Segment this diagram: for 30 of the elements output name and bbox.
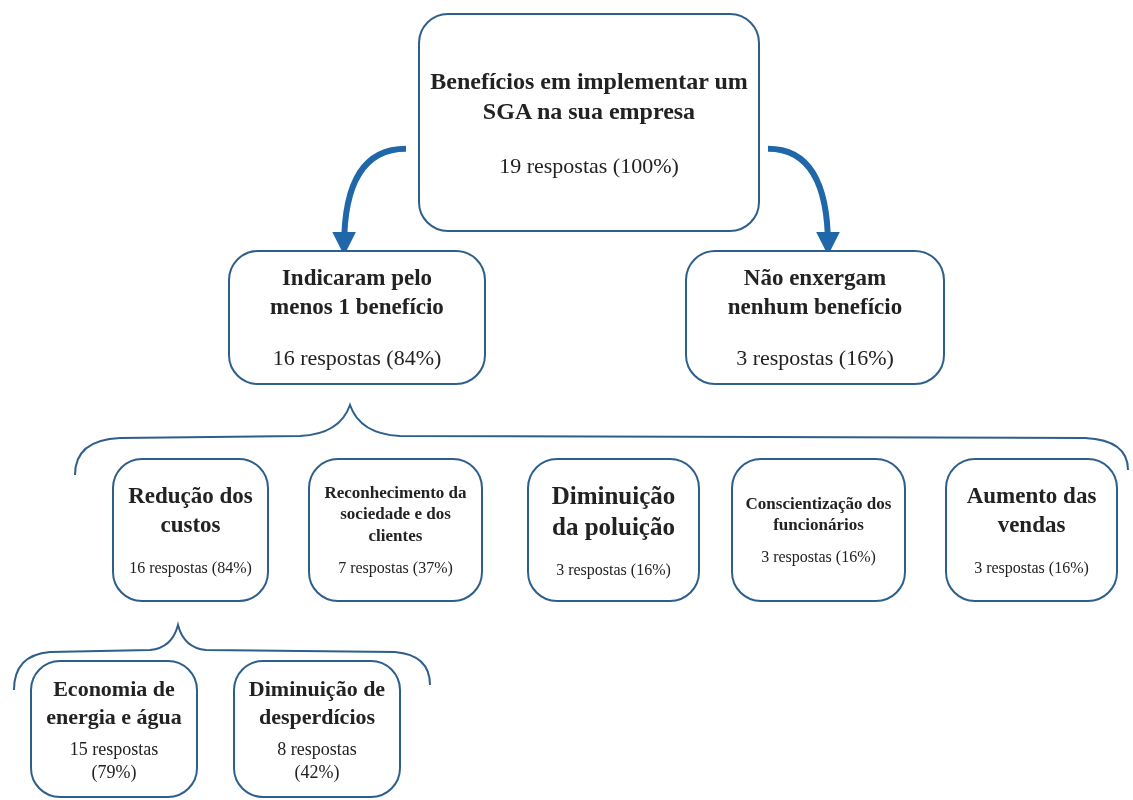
rounded-box xyxy=(308,458,483,602)
rounded-box xyxy=(527,458,700,602)
rounded-box xyxy=(228,250,486,385)
response-count: 16 respostas (84%) xyxy=(129,557,252,578)
response-count: 3 respostas (16%) xyxy=(556,560,671,581)
rounded-box xyxy=(418,13,760,232)
rounded-box xyxy=(112,458,269,602)
rounded-box xyxy=(685,250,945,385)
rounded-box xyxy=(945,458,1118,602)
box-heading: Diminuição da poluição xyxy=(550,480,677,542)
box-heading: Benefícios em implementar um SGA na sua empresa xyxy=(429,66,749,126)
box-heading: Indicaram pelo menos 1 benefício xyxy=(269,264,445,321)
response-count: 3 respostas (16%) xyxy=(736,343,894,371)
box-heading: Conscientização dos funcionários xyxy=(744,492,893,536)
rounded-box xyxy=(30,660,198,798)
response-count: 7 respostas (37%) xyxy=(338,557,453,578)
rounded-box xyxy=(233,660,401,798)
box-heading: Não enxergam nenhum benefício xyxy=(726,264,904,321)
box-heading: Redução dos custos xyxy=(127,482,254,539)
response-count: 3 respostas (16%) xyxy=(761,547,876,568)
box-heading: Aumento das vendas xyxy=(965,482,1098,539)
response-count: 3 respostas (16%) xyxy=(974,557,1089,578)
box-heading: Diminuição de desperdícios xyxy=(247,675,387,730)
response-count: 19 respostas (100%) xyxy=(499,151,679,180)
box-heading: Reconhecimento da sociedade e dos clientes xyxy=(323,482,468,546)
response-count: 15 respostas (79%) xyxy=(68,738,160,783)
response-count: 8 respostas (42%) xyxy=(276,738,358,783)
box-heading: Economia de energia e água xyxy=(45,675,183,730)
rounded-box xyxy=(731,458,906,602)
response-count: 16 respostas (84%) xyxy=(272,343,442,371)
